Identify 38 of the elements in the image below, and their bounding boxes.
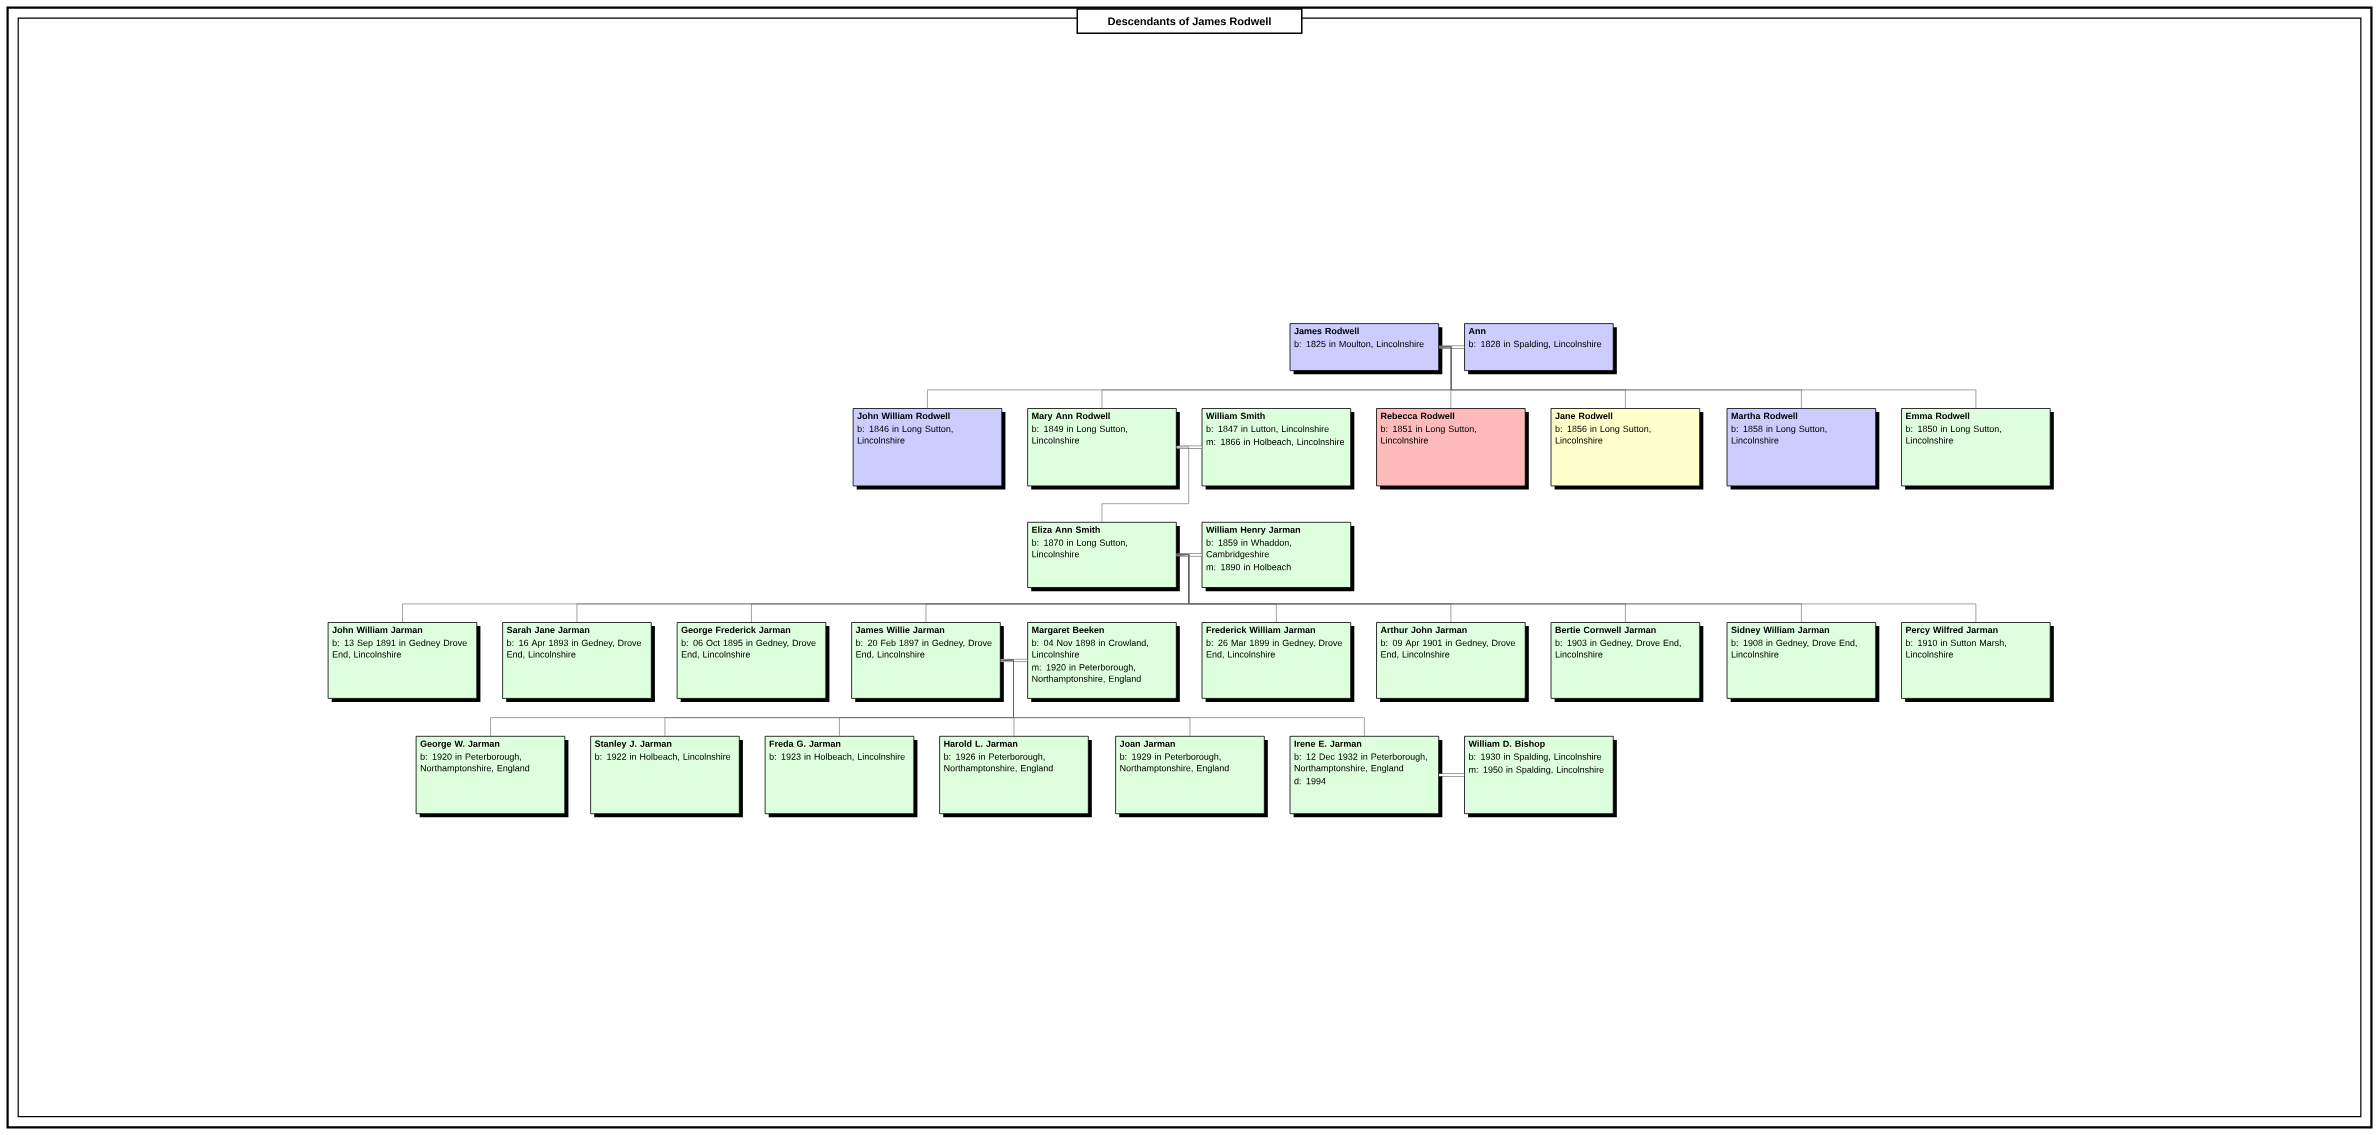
person-box: Sarah Jane Jarman b: 16 Apr 1893 in Gedney, Drove End, Lincolnshire	[502, 622, 655, 702]
marriage-line	[1438, 773, 1466, 777]
person-box: William D. Bishop b: 1930 in Spalding, Lincolnshire m: 1950 in Spalding, Lincolnshire	[1464, 735, 1617, 818]
marriage-line	[1175, 445, 1203, 449]
person-box: George Frederick Jarman b: 06 Oct 1895 in Gedney, Drove End, Lincolnshire	[676, 622, 830, 702]
person-box: Ann b: 1828 in Spalding, Lincolnshire	[1464, 323, 1617, 375]
person-box: Frederick William Jarman b: 26 Mar 1899 in Gedney, Drove End, Lincolnshire	[1201, 622, 1355, 702]
marriage-line	[1175, 553, 1203, 557]
title-box: Descendants of James Rodwell	[1076, 8, 1303, 35]
person-box: Jane Rodwell b: 1856 in Long Sutton, Lincolnshire	[1550, 408, 1704, 490]
person-box: Harold L. Jarman b: 1926 in Peterborough, Northamptonshire, England	[939, 735, 1092, 818]
person-box: Martha Rodwell b: 1858 in Long Sutton, Lincolnshire	[1726, 408, 1880, 490]
person-box: Emma Rodwell b: 1850 in Long Sutton, Lincolnshire	[1901, 408, 2054, 490]
person-box: Irene E. Jarman b: 12 Dec 1932 in Peterborough, Northamptonshire, England d: 1994	[1289, 735, 1443, 818]
person-box: Percy Wilfred Jarman b: 1910 in Sutton Marsh, Lincolnshire	[1901, 622, 2054, 702]
descent-line	[1000, 659, 1365, 737]
descent-line	[1101, 446, 1189, 523]
descent-line	[1438, 346, 1977, 409]
person-box: Sidney William Jarman b: 1908 in Gedney, Drove End, Lincolnshire	[1726, 622, 1880, 702]
person-box: Joan Jarman b: 1929 in Peterborough, Northamptonshire, England	[1115, 735, 1268, 818]
person-box: Stanley J. Jarman b: 1922 in Holbeach, Lincolnshire	[590, 735, 743, 818]
person-box: Mary Ann Rodwell b: 1849 in Long Sutton, Lincolnshire	[1027, 408, 1180, 490]
marriage-line	[1438, 345, 1466, 349]
descent-line	[1176, 554, 1977, 623]
person-box: John William Rodwell b: 1846 in Long Sutton, Lincolnshire	[852, 408, 1006, 490]
person-box: John William Jarman b: 13 Sep 1891 in Gedney Drove End, Lincolnshire	[327, 622, 481, 702]
person-box: James Rodwell b: 1825 in Moulton, Lincolnshire	[1289, 323, 1443, 375]
person-box: Bertie Cornwell Jarman b: 1903 in Gedney, Drove End, Lincolnshire	[1550, 622, 1704, 702]
person-box: Freda G. Jarman b: 1923 in Holbeach, Lincolnshire	[764, 735, 918, 818]
person-box: Margaret Beeken b: 04 Nov 1898 in Crowland, Lincolnshire m: 1920 in Peterborough, Northamptonshire, England	[1027, 622, 1180, 702]
person-box: Arthur John Jarman b: 09 Apr 1901 in Gedney, Drove End, Lincolnshire	[1376, 622, 1529, 702]
person-box: William Smith b: 1847 in Lutton, Lincolnshire m: 1866 in Holbeach, Lincolnshire	[1201, 408, 1355, 490]
person-box: Rebecca Rodwell b: 1851 in Long Sutton, Lincolnshire	[1376, 408, 1529, 490]
person-box: William Henry Jarman b: 1859 in Whaddon, Cambridgeshire m: 1890 in Holbeach	[1201, 521, 1355, 592]
marriage-line	[999, 658, 1029, 663]
person-box: George W. Jarman b: 1920 in Peterborough, Northamptonshire, England	[415, 735, 569, 818]
person-box: Eliza Ann Smith b: 1870 in Long Sutton, Lincolnshire	[1027, 521, 1180, 592]
person-box: James Willie Jarman b: 20 Feb 1897 in Gedney, Drove End, Lincolnshire	[851, 622, 1004, 702]
